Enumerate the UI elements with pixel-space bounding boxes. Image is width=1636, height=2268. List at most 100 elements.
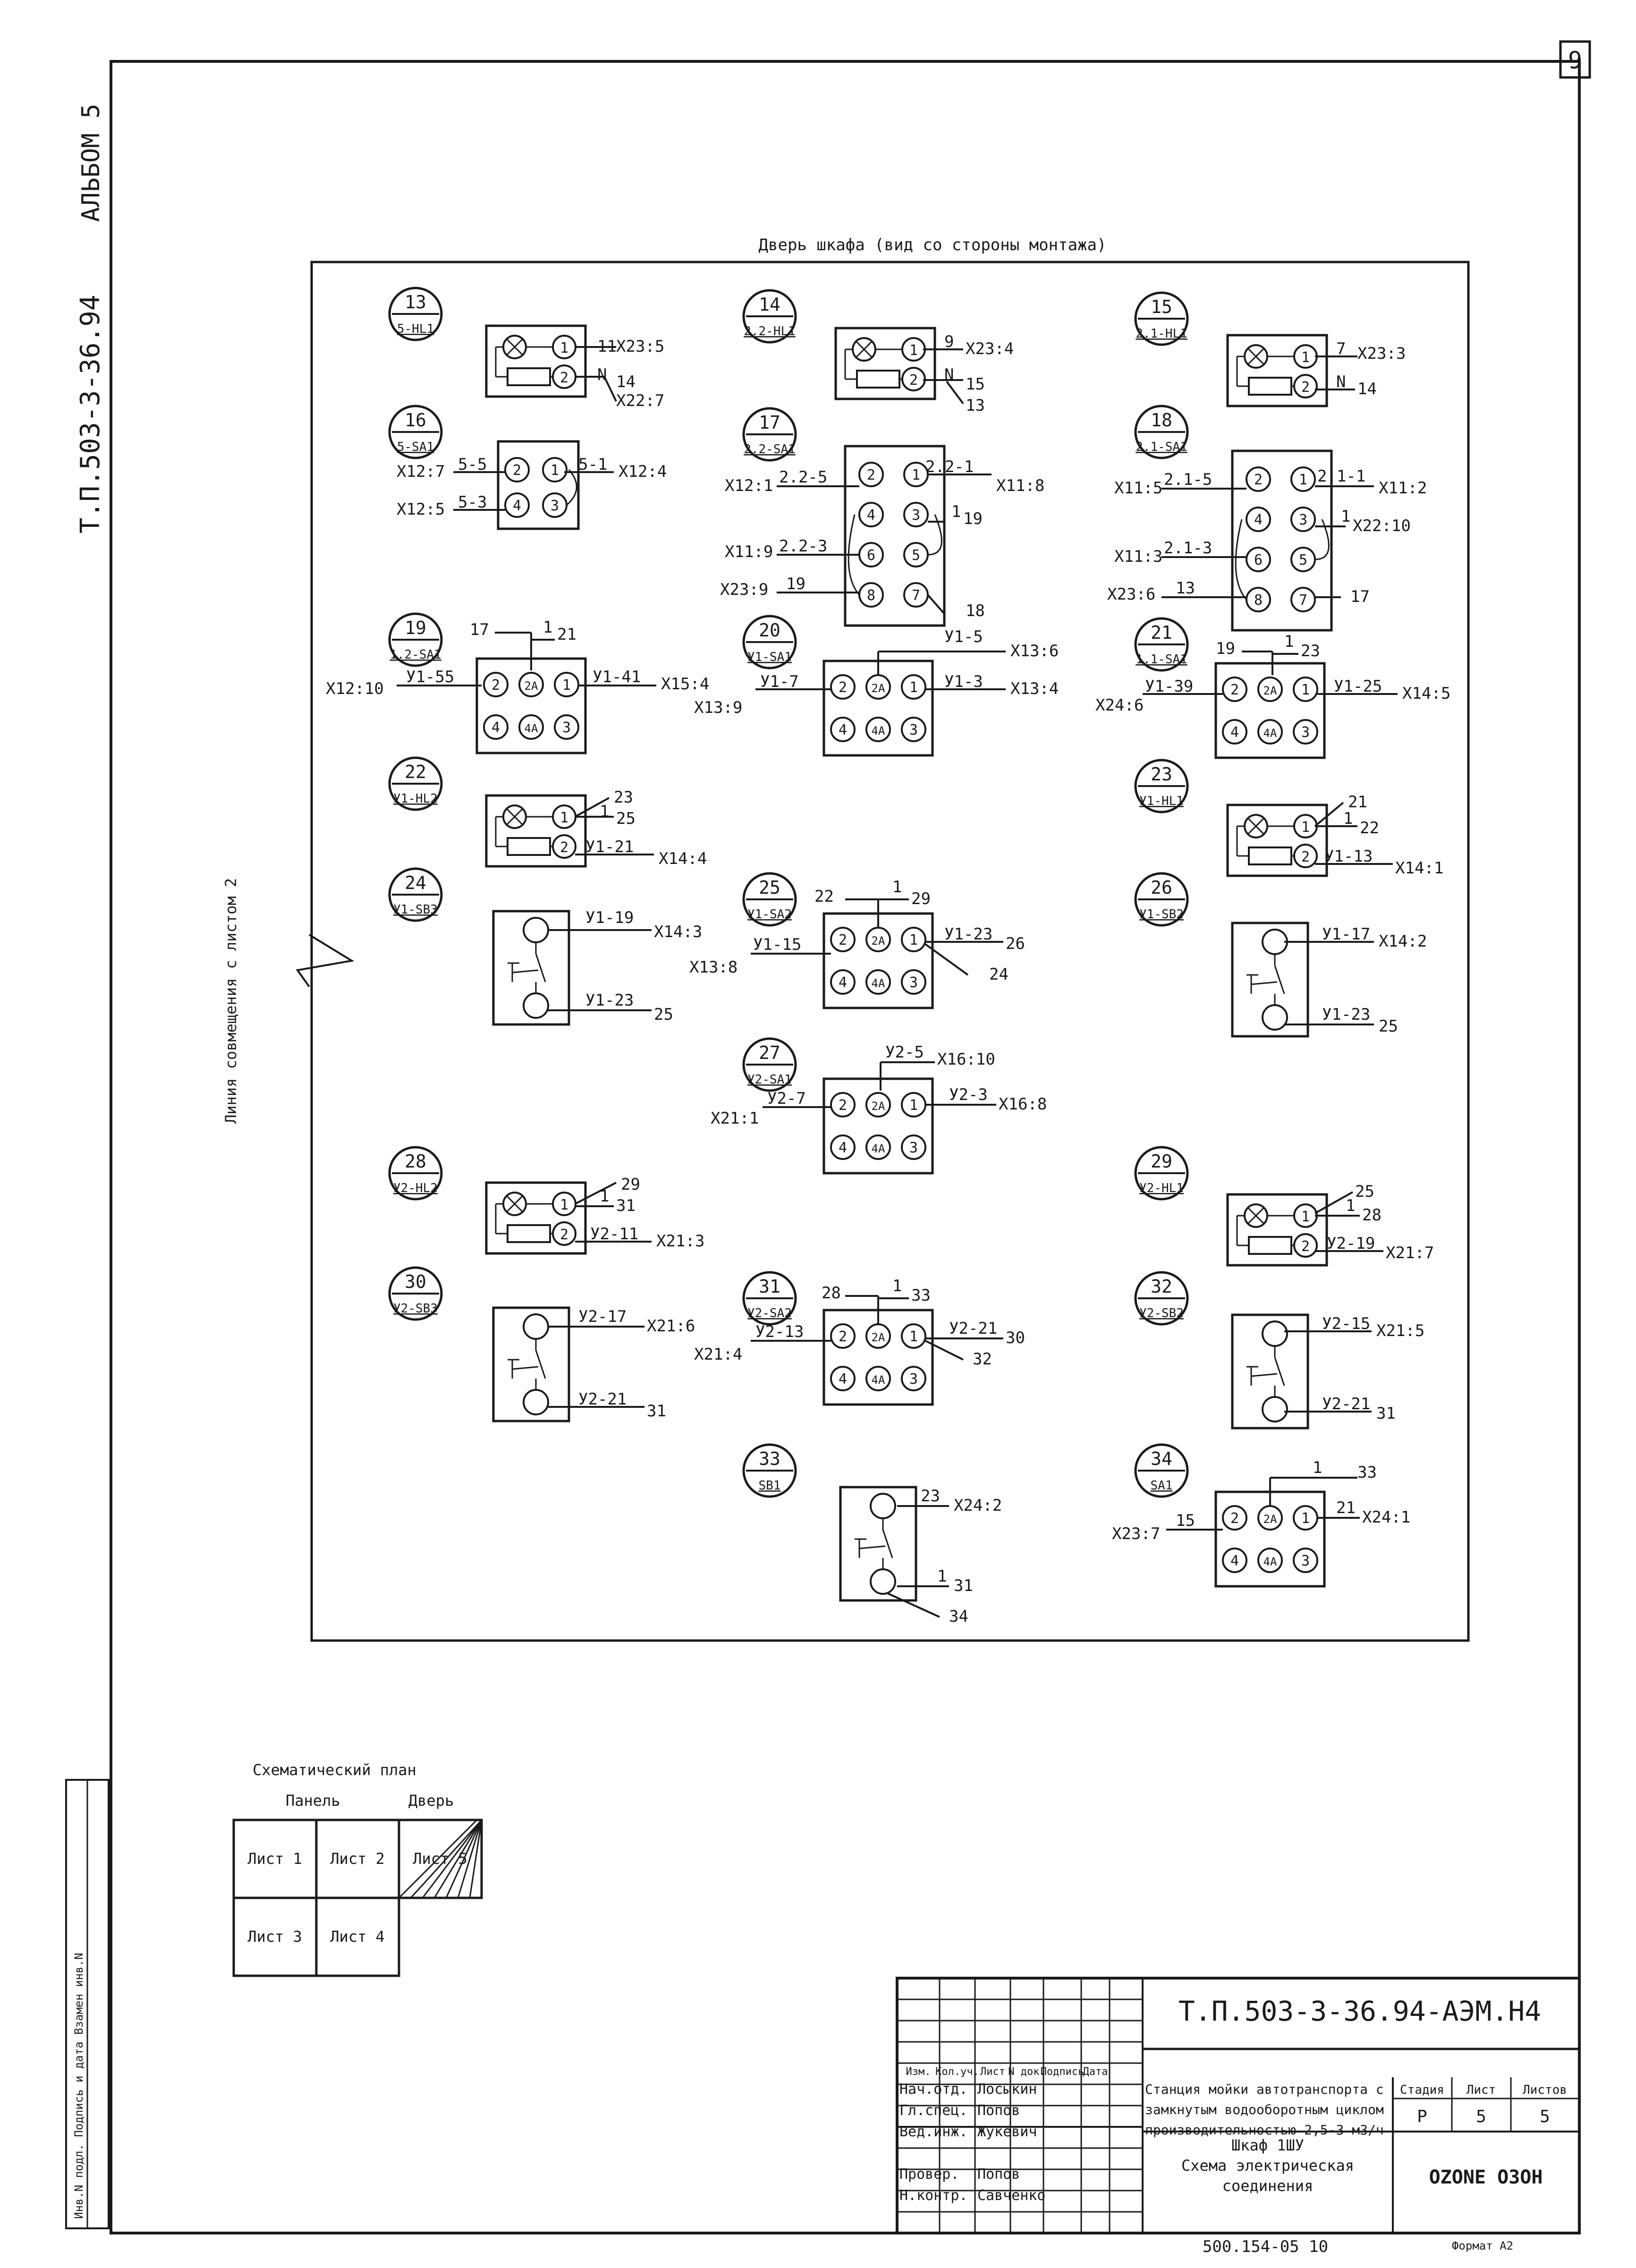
resistor-icon [1248, 846, 1292, 865]
badge-number: 34 [1151, 1448, 1172, 1469]
pushbutton-block-24 [492, 910, 570, 1026]
jumper-arc [927, 514, 942, 556]
tb-sheets-header: Листов [1523, 2083, 1567, 2097]
contact-number: 2 [560, 370, 568, 386]
wire-label: X12:4 [619, 462, 667, 481]
wire-label: У2-7 [767, 1089, 806, 1108]
contact-number: 3 [909, 722, 918, 738]
wire-label: 33 [1357, 1463, 1377, 1482]
wire-line [927, 594, 945, 615]
jumper-arc [1235, 519, 1247, 600]
lamp-block-29: 12 [1226, 1193, 1328, 1267]
badge-circle [388, 287, 443, 341]
hatch-line [398, 1819, 478, 1899]
wire-label: X21:4 [694, 1345, 742, 1364]
contact-circle [1293, 1548, 1318, 1573]
wire-label: X11:5 [1114, 479, 1162, 498]
lamp-housing [485, 324, 587, 398]
contact-number: 4 [867, 507, 875, 524]
tb-bottom-note: 500.154-05 10 [1203, 2237, 1328, 2256]
wire-line [1314, 1191, 1353, 1214]
wire-label: 21 [1336, 1498, 1356, 1517]
contact-number: 2 [560, 839, 568, 856]
lamp-housing [485, 794, 587, 868]
wire-label: X13:4 [1010, 679, 1059, 698]
tb-drawing-line: Шкаф 1ШУ [1231, 2136, 1304, 2154]
contact-number: 4 [839, 1140, 847, 1156]
wire-line [1314, 802, 1344, 827]
wire-label: X24:2 [954, 1496, 1002, 1515]
badge-circle [1134, 405, 1189, 459]
wire-label: У2-21 [578, 1390, 627, 1409]
badge-number: 18 [1151, 410, 1172, 431]
tb-role: Провер. [899, 2166, 959, 2183]
badge-number: 13 [405, 292, 426, 313]
actuator-line [859, 1545, 886, 1549]
plan-cell-label: Лист 5 [413, 1850, 467, 1868]
actuator-line [512, 1366, 539, 1370]
contact-circle [1293, 844, 1318, 868]
badge-number: 20 [759, 620, 780, 641]
plan-cell-label: Лист 4 [330, 1928, 385, 1946]
wire-label: X21:5 [1376, 1321, 1424, 1340]
wire-label: X11:2 [1379, 479, 1427, 498]
hatch-line [457, 1819, 483, 1898]
badge-ref: 1.1-SA1 [1136, 652, 1187, 667]
pushbutton-block-30 [492, 1306, 570, 1422]
contact-number: 4A [1263, 727, 1277, 740]
contact-circle [1262, 1396, 1288, 1422]
wire-label: 14 [1357, 380, 1377, 398]
contact-number: 1 [1301, 1510, 1310, 1527]
contact-number: 4A [872, 1373, 885, 1387]
switch-housing [1214, 662, 1326, 759]
badge-circle [388, 405, 443, 459]
contact-circle [830, 717, 856, 742]
resistor-icon [856, 370, 900, 389]
wire-line [575, 797, 610, 818]
contact-number: 4A [1263, 1555, 1277, 1568]
badge-circle [742, 1271, 797, 1326]
badge-circle [388, 867, 443, 922]
contact-circle [554, 714, 579, 740]
contact-number: 4 [1230, 724, 1239, 741]
contact-circle [523, 992, 549, 1019]
contact-circle [1222, 1505, 1247, 1531]
wire-label: 25 [616, 809, 636, 828]
contact-circle [870, 1568, 896, 1595]
contact-circle [830, 1092, 856, 1117]
contact-number: 2A [1263, 684, 1277, 697]
contact-number: 2A [872, 934, 885, 948]
contact-circle [865, 1092, 891, 1117]
contact-number: 2 [1301, 849, 1310, 865]
tb-doc-code: Т.П.503-3-36.94-АЭМ.Н4 [1178, 1995, 1541, 2027]
contact-number: 3 [909, 1140, 918, 1156]
button-housing [1231, 1313, 1309, 1430]
contact-number: 4 [839, 722, 847, 738]
wire-label: 23 [921, 1487, 940, 1506]
wire-label: У1-39 [1145, 677, 1193, 696]
wire-label: X23:7 [1112, 1524, 1160, 1543]
wire-label: 1 [892, 1277, 902, 1295]
badge-circle [1134, 872, 1189, 927]
contact-number: 2 [839, 1097, 847, 1114]
wire-label: 1 [1341, 507, 1350, 526]
wire-label: У1-23 [585, 991, 634, 1010]
pushbutton-block-33 [839, 1486, 917, 1602]
contact-number: 1 [909, 679, 918, 696]
tb-header-cell: Кол.уч. [935, 2066, 979, 2078]
contact-number: 3 [1301, 1553, 1310, 1569]
badge-number: 16 [405, 410, 426, 431]
contact-number: 2A [1263, 1513, 1277, 1526]
contact-circle [903, 502, 929, 527]
wire-label: У1-13 [1324, 847, 1373, 866]
contact-circle [865, 969, 891, 995]
wire-label: X12:7 [397, 462, 445, 481]
badge-circle [1134, 1271, 1189, 1326]
wire-label: 17 [470, 620, 489, 639]
wire-label: У1-21 [585, 838, 634, 856]
contact-number: 1 [1301, 819, 1310, 836]
